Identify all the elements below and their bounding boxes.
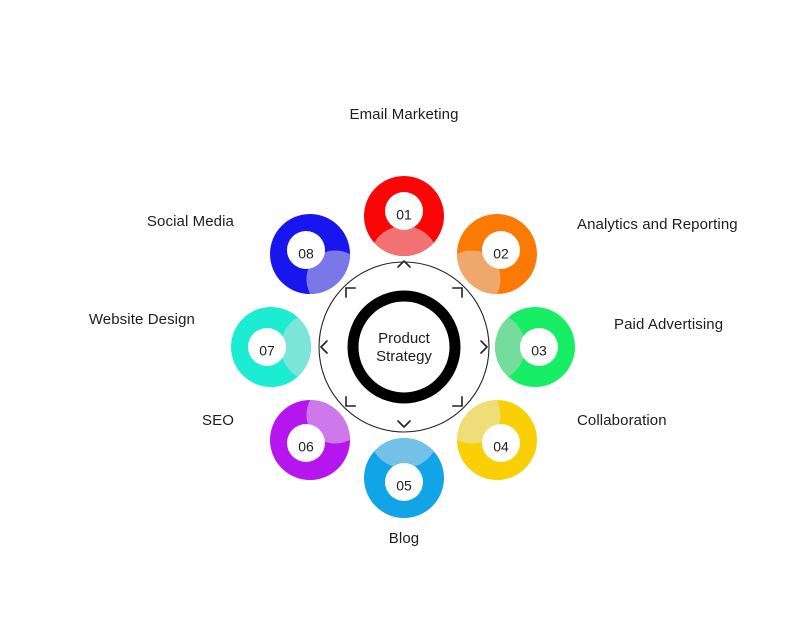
node-01-number: 01 <box>396 207 412 223</box>
node-04[interactable]: 04 <box>424 367 537 480</box>
node-06-accent <box>306 400 350 444</box>
hub-group[interactable]: Product Strategy <box>347 290 461 404</box>
node-03-accent <box>495 314 525 380</box>
node-05-number: 05 <box>396 478 412 494</box>
node-label-08: Social Media <box>146 213 234 230</box>
node-02-number: 02 <box>493 246 509 262</box>
node-label-04: Collaboration <box>577 412 667 429</box>
node-label-05: Blog <box>388 530 420 547</box>
node-04-badge <box>482 424 520 462</box>
chevron-right-icon <box>480 340 488 354</box>
node-01-badge <box>385 192 423 230</box>
node-08[interactable]: 08 <box>270 214 383 327</box>
node-01[interactable]: 01 <box>364 176 444 286</box>
node-02[interactable]: 02 <box>424 214 537 327</box>
node-label-03: Paid Advertising <box>614 316 724 333</box>
hub-title-line2: Strategy <box>376 348 432 365</box>
node-07[interactable]: 07 <box>231 307 341 387</box>
node-07-badge <box>248 328 286 366</box>
hub-ring <box>347 290 461 404</box>
node-03-number: 03 <box>531 343 547 359</box>
bracket-bottom-left-icon <box>345 396 356 407</box>
node-08-badge <box>287 231 325 269</box>
bracket-top-left-icon <box>345 287 356 298</box>
node-02-accent <box>457 250 501 294</box>
chevron-down-icon <box>397 420 411 428</box>
node-05-accent <box>371 438 437 468</box>
node-04-number: 04 <box>493 439 509 455</box>
node-05-badge <box>385 463 423 501</box>
node-02-badge <box>482 231 520 269</box>
node-label-01: Email Marketing <box>349 106 459 123</box>
chevron-up-icon <box>397 260 411 268</box>
node-08-accent <box>306 250 350 294</box>
node-06[interactable]: 06 <box>270 367 383 480</box>
node-label-07: Website Design <box>88 311 195 328</box>
node-08-number: 08 <box>298 246 314 262</box>
node-03[interactable]: 03 <box>465 307 575 387</box>
node-04-accent <box>457 400 501 444</box>
node-01-accent <box>371 226 437 256</box>
chevron-left-icon <box>320 340 328 354</box>
node-03-badge <box>520 328 558 366</box>
node-label-02: Analytics and Reporting <box>577 216 738 233</box>
node-label-06: SEO <box>202 412 234 429</box>
node-06-number: 06 <box>298 439 314 455</box>
bracket-bottom-right-icon <box>452 396 463 407</box>
node-06-badge <box>287 424 325 462</box>
node-05[interactable]: 05 <box>364 408 444 518</box>
bracket-top-right-icon <box>452 287 463 298</box>
node-07-accent <box>281 314 311 380</box>
hub-title-line1: Product <box>378 330 431 347</box>
node-07-number: 07 <box>259 343 275 359</box>
